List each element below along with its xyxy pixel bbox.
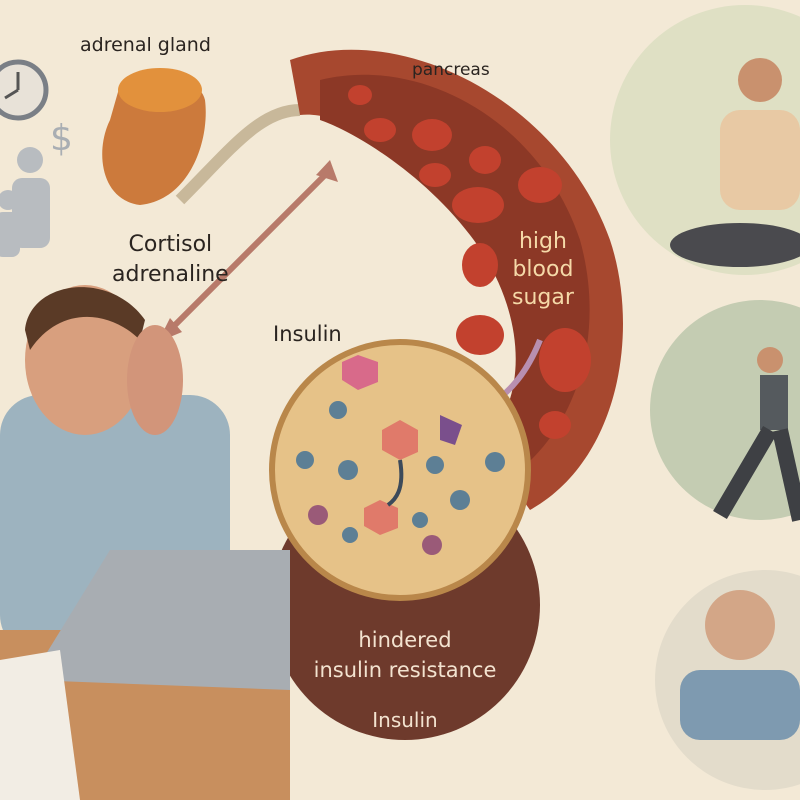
label-blood: blood <box>512 257 574 282</box>
label-insulin-bottom: Insulin <box>372 708 438 732</box>
blood-cells <box>348 85 591 439</box>
label-high-blood-sugar: high blood sugar <box>512 228 574 312</box>
dollar-icon: $ <box>50 118 73 159</box>
family-icon <box>0 147 50 257</box>
label-insulin-resistance: insulin resistance <box>313 658 497 682</box>
meditation-scene <box>610 5 800 275</box>
sleeping-scene <box>655 570 800 790</box>
label-hindered: hindered <box>358 628 452 652</box>
label-high: high <box>518 229 567 254</box>
label-insulin-top: Insulin <box>273 322 342 346</box>
label-resistance: hindered insulin resistance <box>270 625 540 685</box>
stressed-man <box>0 285 290 800</box>
label-cortisol: Cortisol <box>128 232 213 257</box>
label-pancreas: pancreas <box>412 60 490 80</box>
label-sugar: sugar <box>512 285 574 310</box>
label-hormones: Cortisol adrenaline <box>112 230 229 290</box>
adrenal-gland <box>102 68 301 205</box>
label-adrenal-gland: adrenal gland <box>80 34 211 56</box>
cell <box>269 339 540 740</box>
yoga-scene <box>650 300 800 522</box>
clock-icon <box>0 59 49 121</box>
label-adrenaline: adrenaline <box>112 262 229 287</box>
hormone-arrow <box>162 167 333 338</box>
